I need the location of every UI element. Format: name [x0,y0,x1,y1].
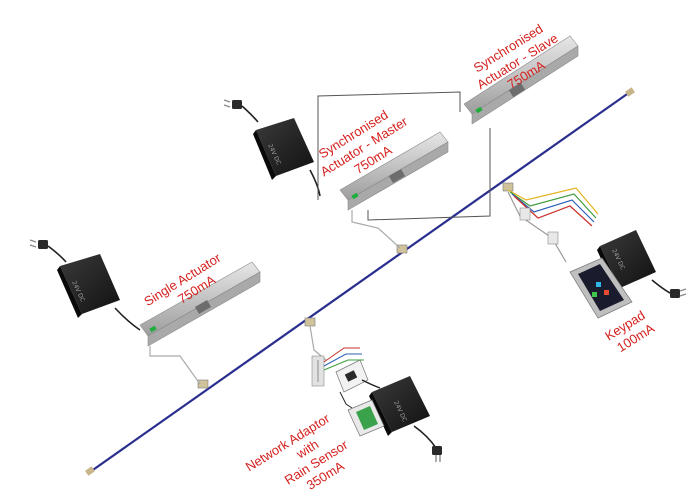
network-adaptor-label: Network Adaptor with Rain Sensor 350mA [243,410,351,492]
actuator-icon [463,35,579,125]
plug-icon [223,99,242,109]
power-supply-icon: 24V DC [253,118,314,180]
plug-icon [670,288,687,298]
slave-actuator-group: Synchronised Actuator - Slave 750mA [463,21,579,125]
keypad-icon [569,257,633,319]
rain-sensor-icon [347,399,385,437]
network-adaptor-group: 24V DC Network Adaptor with Rain Sensor … [243,325,442,493]
actuator-icon [139,261,261,347]
network-adaptor-icon [335,359,369,393]
terminal-block-icon [519,207,559,245]
bus-cable [85,87,635,476]
plug-icon [29,239,48,249]
actuator-icon [339,131,449,211]
keypad-wires [507,187,599,263]
master-actuator-group: 24V DC Synchronised Actuator - Master 75… [223,91,491,249]
keypad-group: 24V DC Keypad 100mA [507,187,687,355]
keypad-label: Keypad 100mA [602,307,657,355]
single-actuator-group: 24V DC Single Actuator 750mA [29,239,261,385]
power-supply-icon: 24V DC [57,254,120,318]
terminal-block-icon [311,355,325,387]
power-supply-icon: 24V DC [369,376,430,436]
plug-icon [432,446,442,462]
